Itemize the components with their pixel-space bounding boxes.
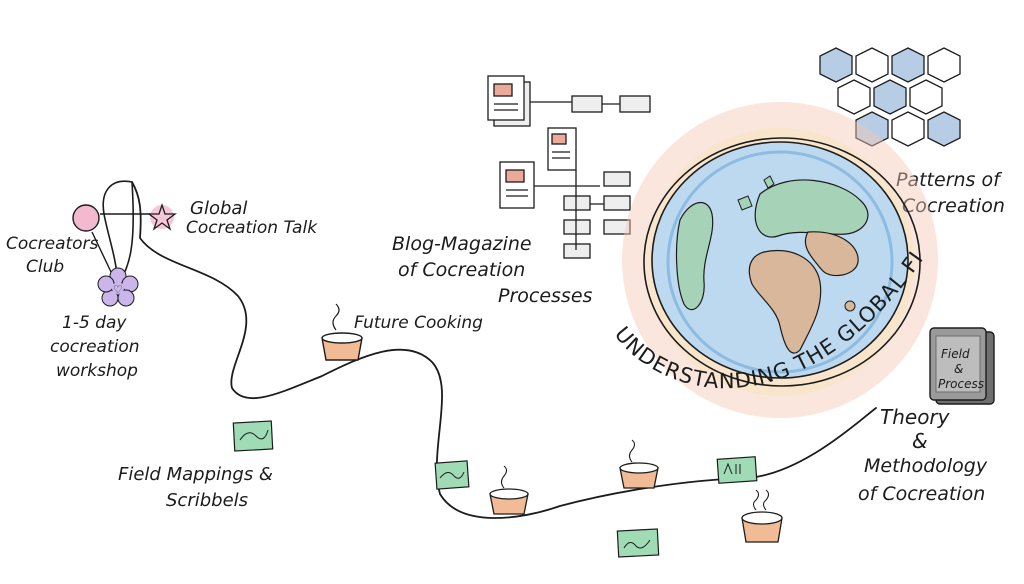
workshop-flower: ♡	[97, 267, 139, 307]
book-icon	[929, 327, 995, 405]
blog-documents	[487, 75, 651, 259]
theory-label-3: Methodology	[864, 455, 988, 477]
global-talk-label-1: Global	[190, 198, 247, 219]
workshop-label-2: cocreation	[50, 337, 140, 357]
book-title-3: Process	[938, 377, 984, 391]
field-mappings-label-1: Field Mappings &	[118, 464, 273, 485]
workshop-label-1: 1-5 day	[62, 313, 127, 333]
cocreators-club-label-1: Cocreators	[6, 234, 99, 254]
field-note-3	[716, 456, 758, 484]
blog-label-3: Processes	[498, 285, 593, 307]
theory-label-1: Theory	[880, 405, 951, 429]
cooking-pot-3	[619, 439, 659, 489]
book-title-1: Field	[941, 347, 970, 361]
blog-label-1: Blog-Magazine	[392, 233, 532, 255]
global-talk-label-2: Cocreation Talk	[186, 218, 318, 238]
theory-label-4: of Cocreation	[858, 483, 985, 505]
field-note-1	[232, 420, 274, 452]
field-note-2	[434, 460, 470, 490]
field-mappings-label-2: Scribbels	[166, 490, 248, 511]
future-cooking-pot	[321, 303, 363, 361]
journey-path	[131, 181, 877, 519]
patterns-label-1: Patterns of	[896, 169, 1003, 191]
workshop-label-3: workshop	[56, 361, 138, 381]
cooking-pot-2	[489, 465, 529, 515]
patterns-hexagons	[819, 47, 961, 147]
field-note-4	[616, 528, 660, 558]
globe-icon	[622, 102, 938, 418]
club-loop	[102, 180, 135, 287]
global-talk-star	[147, 202, 177, 231]
svg-text:♡: ♡	[113, 283, 123, 296]
future-cooking-label: Future Cooking	[354, 313, 483, 333]
cocreators-club-node	[72, 204, 150, 275]
cocreators-club-label-2: Club	[26, 257, 64, 277]
cooking-pot-4	[741, 489, 783, 543]
theory-label-2: &	[912, 429, 928, 453]
patterns-label-2: Cocreation	[902, 195, 1005, 217]
book-title-2: &	[954, 362, 963, 376]
blog-label-2: of Cocreation	[398, 259, 525, 281]
